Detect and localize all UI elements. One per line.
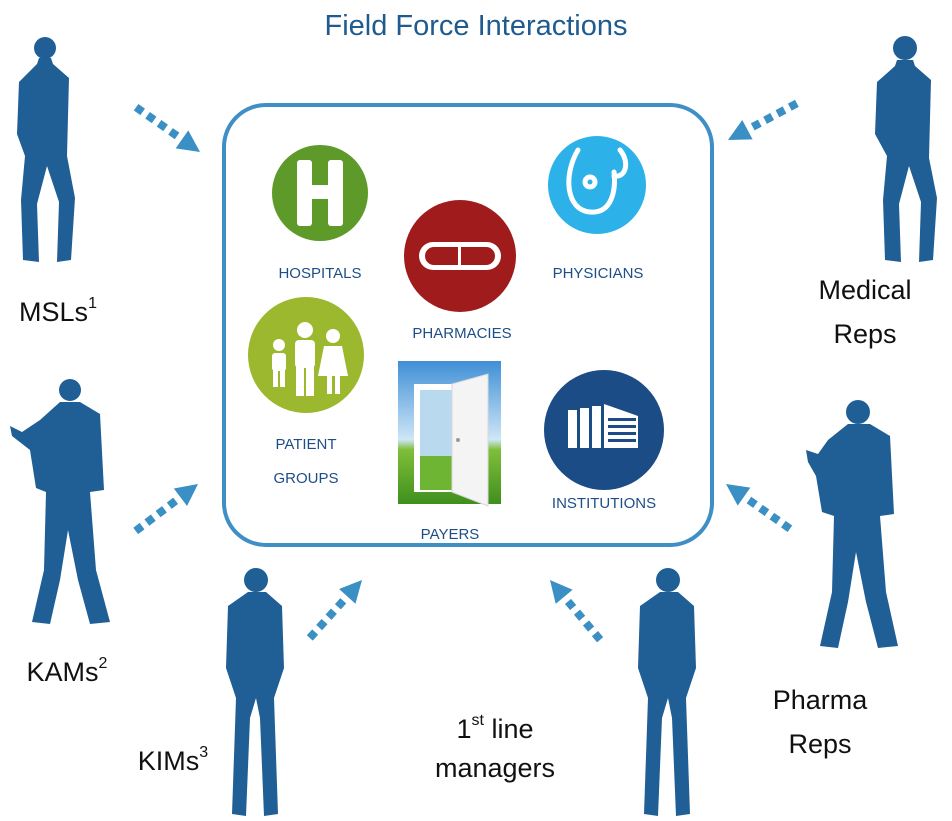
role-msls: MSLs1	[8, 285, 108, 334]
arrow-line-managers	[550, 580, 604, 643]
family-icon	[272, 322, 348, 396]
arrow-kams	[133, 484, 198, 535]
role-kams-text: KAMs	[26, 657, 99, 687]
pharma-rep-silhouette-icon	[806, 400, 898, 648]
role-pharma-reps-line1: Pharma	[772, 685, 868, 715]
role-line-managers-line1: 1st line	[420, 702, 570, 751]
physicians-circle	[548, 136, 646, 234]
hospitals-icon	[272, 145, 368, 241]
arrow-pharma-reps	[726, 484, 793, 533]
role-line-managers-number: 1	[456, 714, 472, 744]
role-line-managers-ordinal: st	[471, 712, 484, 729]
pharmacies-label: PHARMACIES	[412, 325, 512, 342]
role-kims-text: KIMs	[137, 746, 200, 776]
patient-groups-icon	[248, 297, 364, 413]
role-msls-footnote: 1	[88, 295, 97, 312]
arrows	[133, 99, 799, 643]
role-kams-footnote: 2	[98, 655, 108, 672]
capsule-icon	[419, 242, 501, 270]
arrow-medical-reps	[728, 99, 799, 140]
pharmacies-icon	[404, 200, 516, 312]
role-line-managers-line1-rest: line	[483, 714, 534, 744]
hospitals-label: HOSPITALS	[278, 265, 362, 282]
stakeholder-hub	[222, 103, 714, 547]
payers-icon	[398, 361, 501, 507]
line-manager-silhouette-icon	[638, 568, 696, 816]
role-medical-reps-line2: Reps	[833, 319, 897, 349]
role-line-managers-line2: managers	[434, 753, 556, 783]
institutions-label: INSTITUTIONS	[551, 495, 657, 512]
hospital-h-icon	[297, 160, 343, 226]
role-msls-text: MSLs	[19, 297, 89, 327]
institutions-icon	[544, 370, 664, 490]
building-icon	[568, 404, 638, 448]
arrow-msls	[133, 103, 200, 152]
open-door-icon	[414, 373, 489, 507]
physicians-icon	[548, 136, 646, 234]
role-medical-reps-line1: Medical	[818, 275, 912, 305]
msl-silhouette-icon	[17, 37, 75, 262]
role-pharma-reps-line2: Reps	[788, 729, 852, 759]
arrow-kims	[306, 580, 362, 641]
kam-silhouette-icon	[10, 379, 110, 624]
medical-rep-silhouette-icon	[875, 36, 937, 262]
kim-silhouette-icon	[226, 568, 284, 816]
role-kims: KIMs3	[118, 734, 228, 783]
stethoscope-icon	[566, 147, 629, 215]
page-title: Field Force Interactions	[324, 10, 628, 42]
role-kams: KAMs2	[12, 645, 122, 694]
physicians-label: PHYSICIANS	[552, 265, 644, 282]
role-kims-footnote: 3	[199, 744, 209, 761]
payers-label: PAYERS	[420, 526, 480, 543]
patient-groups-label-line1: PATIENT	[275, 436, 337, 453]
patient-groups-label-line2: GROUPS	[273, 470, 339, 487]
